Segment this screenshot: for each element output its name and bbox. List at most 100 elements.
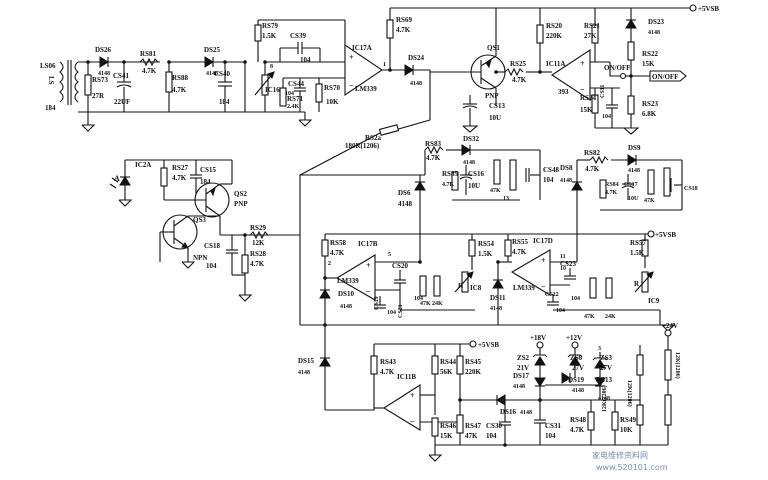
v24k-b: 24K	[605, 314, 616, 320]
comparator-ic11b: + −	[382, 383, 421, 431]
resistor-rs44	[431, 355, 439, 375]
rs58-value: 4.7K	[330, 249, 345, 257]
ds24-label: DS24	[408, 54, 424, 62]
rs54-value: 1.5K	[478, 250, 493, 258]
trimmer-ic9	[634, 271, 654, 293]
capacitor-cs48	[525, 168, 540, 182]
capacitor-cs40	[218, 62, 232, 112]
diode-ds17	[534, 377, 546, 387]
vsb-bottom: +5VSB	[478, 341, 499, 349]
rs48-label: RS48	[570, 416, 586, 424]
resistor-rs43	[370, 355, 378, 375]
capacitor-cs44	[294, 78, 306, 112]
rs46-value: 15K	[440, 432, 453, 440]
optocoupler-ic2a	[109, 176, 131, 189]
ic17d-label: IC17D	[533, 237, 553, 245]
rs84-value: 4.7K	[605, 190, 618, 196]
zs6-value: 27V	[572, 364, 584, 372]
rs21-label: RS21	[584, 22, 600, 30]
resistor-rs85	[451, 171, 459, 191]
qs2-label: QS2	[234, 190, 247, 198]
cs15-value: 184	[200, 178, 211, 186]
ds24-value: 4148	[410, 81, 422, 87]
cs39-label: CS39	[290, 32, 306, 40]
rs69-value: 4.7K	[396, 26, 411, 34]
rs73-label: RS73	[92, 76, 108, 84]
capacitor-cs15	[190, 160, 202, 195]
capacitor-cs11	[606, 88, 618, 128]
vsb-top: +5VSB	[698, 5, 719, 13]
resistor-rs84	[599, 179, 607, 199]
cs23-label: CS23	[560, 260, 576, 268]
ic9-label: IC9	[648, 297, 660, 305]
diode-ds15	[319, 357, 331, 367]
cs48-value: 104	[543, 176, 554, 184]
pin5-label: 5	[388, 252, 391, 258]
ds19-value: 4148	[572, 388, 584, 394]
rs23-label: RS23	[642, 100, 658, 108]
ds17-label: DS17	[513, 372, 529, 380]
rs29-label: RS29	[250, 224, 266, 232]
ds16-value: 4148	[520, 410, 532, 416]
pin1-label: 1	[383, 62, 386, 68]
ic17b-part: LM339	[337, 277, 359, 285]
resistor-rs79	[254, 24, 262, 42]
ds9-label: DS9	[628, 144, 641, 152]
ds13-value: 4148	[598, 396, 610, 402]
resistor-rs58	[321, 239, 329, 257]
ds6-label: DS6	[398, 189, 411, 197]
ds19-label: DS19	[568, 376, 584, 384]
ic16-label: IC16	[265, 86, 280, 94]
resistor-rs28	[241, 254, 249, 274]
resistor-12k-c	[664, 349, 672, 381]
ds11-value: 4148	[490, 306, 502, 312]
cs31-value: 104	[545, 432, 556, 440]
comparator-ic17a: + −	[344, 43, 383, 97]
resistor-rs82	[589, 155, 609, 165]
rs83-label: RS83	[425, 140, 441, 148]
diode-ds32	[461, 144, 471, 156]
ds17-value: 4148	[513, 384, 525, 390]
watermark-url: www.520101.com	[596, 463, 668, 472]
v18-label: +18V	[530, 334, 546, 342]
rs25-value: 4.7K	[512, 76, 527, 84]
svg-text:A: A	[114, 174, 120, 183]
resistor-rs49	[611, 411, 619, 431]
rs82-value: 4.7K	[585, 165, 600, 173]
cs15-label: CS15	[200, 166, 216, 174]
pin2-label: 2	[328, 261, 331, 267]
ds26-value: 4148	[98, 71, 110, 77]
v24-label: +24V	[662, 322, 678, 330]
pin13-a: 13	[503, 196, 509, 202]
ic-module-a	[509, 159, 517, 191]
rs20-value: 220K	[546, 32, 563, 40]
resistor-47k-b	[647, 169, 655, 195]
capacitor-cs19	[374, 296, 386, 309]
cs48-label: CS48	[543, 166, 559, 174]
cs44-value: 104	[285, 91, 294, 97]
svg-text:+: +	[366, 261, 371, 270]
pin11-label: 11	[560, 254, 566, 260]
comparator-ic17b: + −	[335, 254, 376, 301]
ds32-label: DS32	[463, 135, 479, 143]
qs3-label: QS3	[193, 216, 206, 224]
cs41-value: 22UF	[114, 98, 130, 106]
cs17-label: CS17	[624, 182, 638, 188]
rs79-value: 1.5K	[262, 32, 277, 40]
rs69-label: RS69	[396, 16, 412, 24]
capacitor-cs39	[280, 42, 320, 54]
rs45-label: RS45	[465, 358, 481, 366]
cs16-value: 10U	[468, 182, 480, 190]
rs24-value: 15K	[580, 106, 593, 114]
svg-text:−: −	[366, 287, 371, 296]
resistor-rs70	[315, 83, 323, 103]
cs18-label: CS18	[204, 242, 220, 250]
ds8-value: 4148	[560, 178, 572, 184]
resistor-rs83	[424, 145, 444, 155]
cs18b-label: CS18	[684, 186, 698, 192]
resistor-rs81	[139, 57, 159, 67]
rs-12k-a: 12K(1206)	[626, 380, 633, 407]
svg-text:+: +	[580, 59, 585, 68]
rs58-label: RS58	[330, 239, 346, 247]
onoff-output-port	[649, 70, 687, 82]
